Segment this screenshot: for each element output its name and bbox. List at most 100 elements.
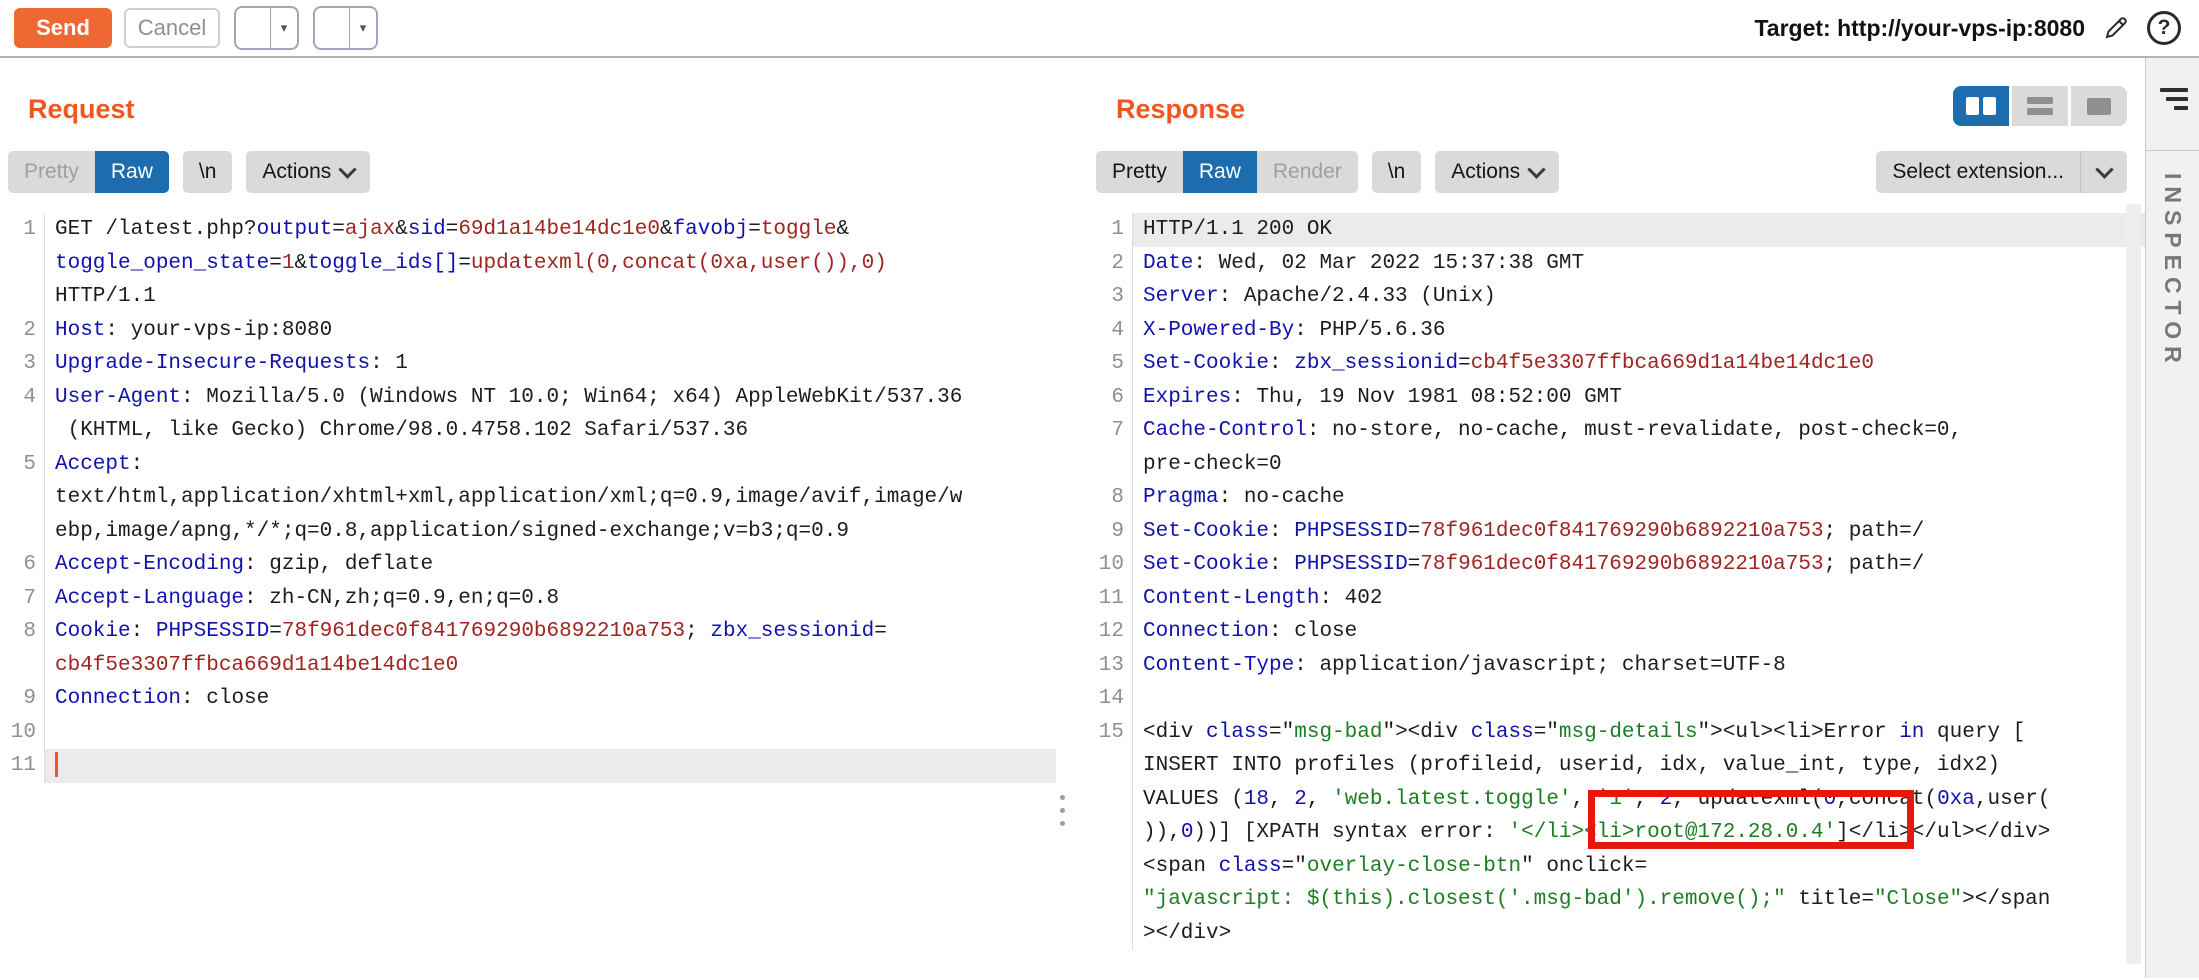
line-number: 11 bbox=[6, 749, 45, 783]
cancel-button[interactable]: Cancel bbox=[124, 8, 220, 48]
line-number: 5 bbox=[1094, 347, 1133, 381]
tab-response-newline[interactable]: \n bbox=[1371, 151, 1422, 193]
layout-single-button[interactable] bbox=[2071, 86, 2127, 126]
response-title: Response bbox=[1116, 94, 1246, 124]
line-number: 9 bbox=[6, 682, 45, 716]
layout-rows-icon bbox=[2027, 97, 2053, 115]
line-number: 6 bbox=[6, 548, 45, 582]
line-number: 8 bbox=[6, 615, 45, 649]
tab-response-pretty[interactable]: Pretty bbox=[1096, 151, 1183, 193]
line-number: 4 bbox=[6, 380, 45, 414]
tab-response-render[interactable]: Render bbox=[1256, 151, 1358, 193]
line-number bbox=[6, 481, 45, 515]
code-line: cb4f5e3307ffbca669d1a14be14dc1e0 bbox=[6, 648, 1080, 682]
line-number bbox=[1094, 447, 1133, 481]
target-area: Target: http://your-vps-ip:8080 ? bbox=[1754, 11, 2185, 45]
code-line: VALUES (18, 2, 'web.latest.toggle', '1',… bbox=[1094, 782, 2145, 816]
back-dropdown-icon[interactable]: ▾ bbox=[270, 8, 297, 48]
request-tabs: Pretty Raw \n Actions bbox=[8, 151, 1080, 193]
response-panel: Response Pretty Raw Render \n Actions Se… bbox=[1088, 58, 2145, 978]
chevron-down-icon bbox=[1527, 159, 1546, 179]
line-number bbox=[1094, 749, 1133, 783]
line-number: 5 bbox=[6, 447, 45, 481]
forward-dropdown-icon[interactable]: ▾ bbox=[349, 8, 376, 48]
code-line: toggle_open_state=1&toggle_ids[]=updatex… bbox=[6, 246, 1080, 280]
line-number: 8 bbox=[1094, 481, 1133, 515]
line-number: 10 bbox=[1094, 548, 1133, 582]
request-view-tabgroup: Pretty Raw bbox=[8, 151, 169, 193]
inspector-collapse-icon[interactable] bbox=[2158, 88, 2188, 115]
line-number: 1 bbox=[1094, 213, 1133, 247]
top-toolbar: Send Cancel < ▾ > ▾ Target: http://your-… bbox=[0, 0, 2199, 58]
response-scrollbar[interactable] bbox=[2126, 204, 2141, 964]
line-number bbox=[6, 514, 45, 548]
request-actions-button[interactable]: Actions bbox=[246, 151, 371, 193]
line-number bbox=[6, 648, 45, 682]
tab-request-raw[interactable]: Raw bbox=[94, 151, 169, 193]
tab-request-pretty[interactable]: Pretty bbox=[8, 151, 95, 193]
code-line: ></div> bbox=[1094, 916, 2145, 950]
line-number: 15 bbox=[1094, 715, 1133, 749]
line-number bbox=[6, 280, 45, 314]
layout-columns-button[interactable] bbox=[1953, 86, 2009, 126]
sidebar-divider bbox=[2146, 150, 2199, 151]
panel-resize-handle-icon[interactable] bbox=[1058, 795, 1066, 834]
send-button[interactable]: Send bbox=[14, 8, 112, 48]
forward-button[interactable]: > bbox=[315, 8, 349, 48]
line-number: 1 bbox=[6, 213, 45, 247]
inspector-sidebar: INSPECTOR bbox=[2145, 58, 2199, 978]
code-line: (KHTML, like Gecko) Chrome/98.0.4758.102… bbox=[6, 414, 1080, 448]
layout-columns-icon bbox=[1983, 97, 1996, 115]
back-button[interactable]: < bbox=[236, 8, 270, 48]
line-number: 6 bbox=[1094, 380, 1133, 414]
code-line: HTTP/1.1 bbox=[6, 280, 1080, 314]
line-number: 11 bbox=[1094, 581, 1133, 615]
line-number bbox=[1094, 782, 1133, 816]
target-url: http://your-vps-ip:8080 bbox=[1837, 14, 2085, 41]
text-cursor bbox=[55, 752, 58, 777]
line-number: 7 bbox=[1094, 414, 1133, 448]
chevron-down-icon bbox=[338, 159, 357, 179]
response-actions-button[interactable]: Actions bbox=[1435, 151, 1560, 193]
pencil-icon[interactable] bbox=[2101, 13, 2131, 43]
line-number: 4 bbox=[1094, 313, 1133, 347]
tab-request-newline[interactable]: \n bbox=[182, 151, 233, 193]
history-back-group: < ▾ bbox=[234, 6, 299, 50]
layout-single-icon bbox=[2087, 97, 2111, 115]
chevron-down-icon bbox=[2080, 151, 2127, 193]
line-number bbox=[6, 246, 45, 280]
line-number bbox=[1094, 849, 1133, 883]
response-view-tabgroup: Pretty Raw Render bbox=[1096, 151, 1358, 193]
help-icon[interactable]: ? bbox=[2147, 11, 2181, 45]
target-label: Target: http://your-vps-ip:8080 bbox=[1754, 14, 2085, 41]
line-number bbox=[1094, 816, 1133, 850]
code-line: 10 bbox=[6, 715, 1080, 749]
line-number bbox=[1094, 916, 1133, 950]
inspector-tab[interactable]: INSPECTOR bbox=[2160, 173, 2186, 370]
line-number: 2 bbox=[1094, 246, 1133, 280]
code-line: pre-check=0 bbox=[1094, 447, 2145, 481]
layout-rows-button[interactable] bbox=[2012, 86, 2068, 126]
select-extension-dropdown[interactable]: Select extension... bbox=[1876, 151, 2127, 193]
line-number bbox=[1094, 883, 1133, 917]
request-title: Request bbox=[28, 94, 135, 124]
response-tabs: Pretty Raw Render \n Actions Select exte… bbox=[1096, 151, 2145, 193]
line-number: 3 bbox=[1094, 280, 1133, 314]
tab-response-raw[interactable]: Raw bbox=[1182, 151, 1257, 193]
